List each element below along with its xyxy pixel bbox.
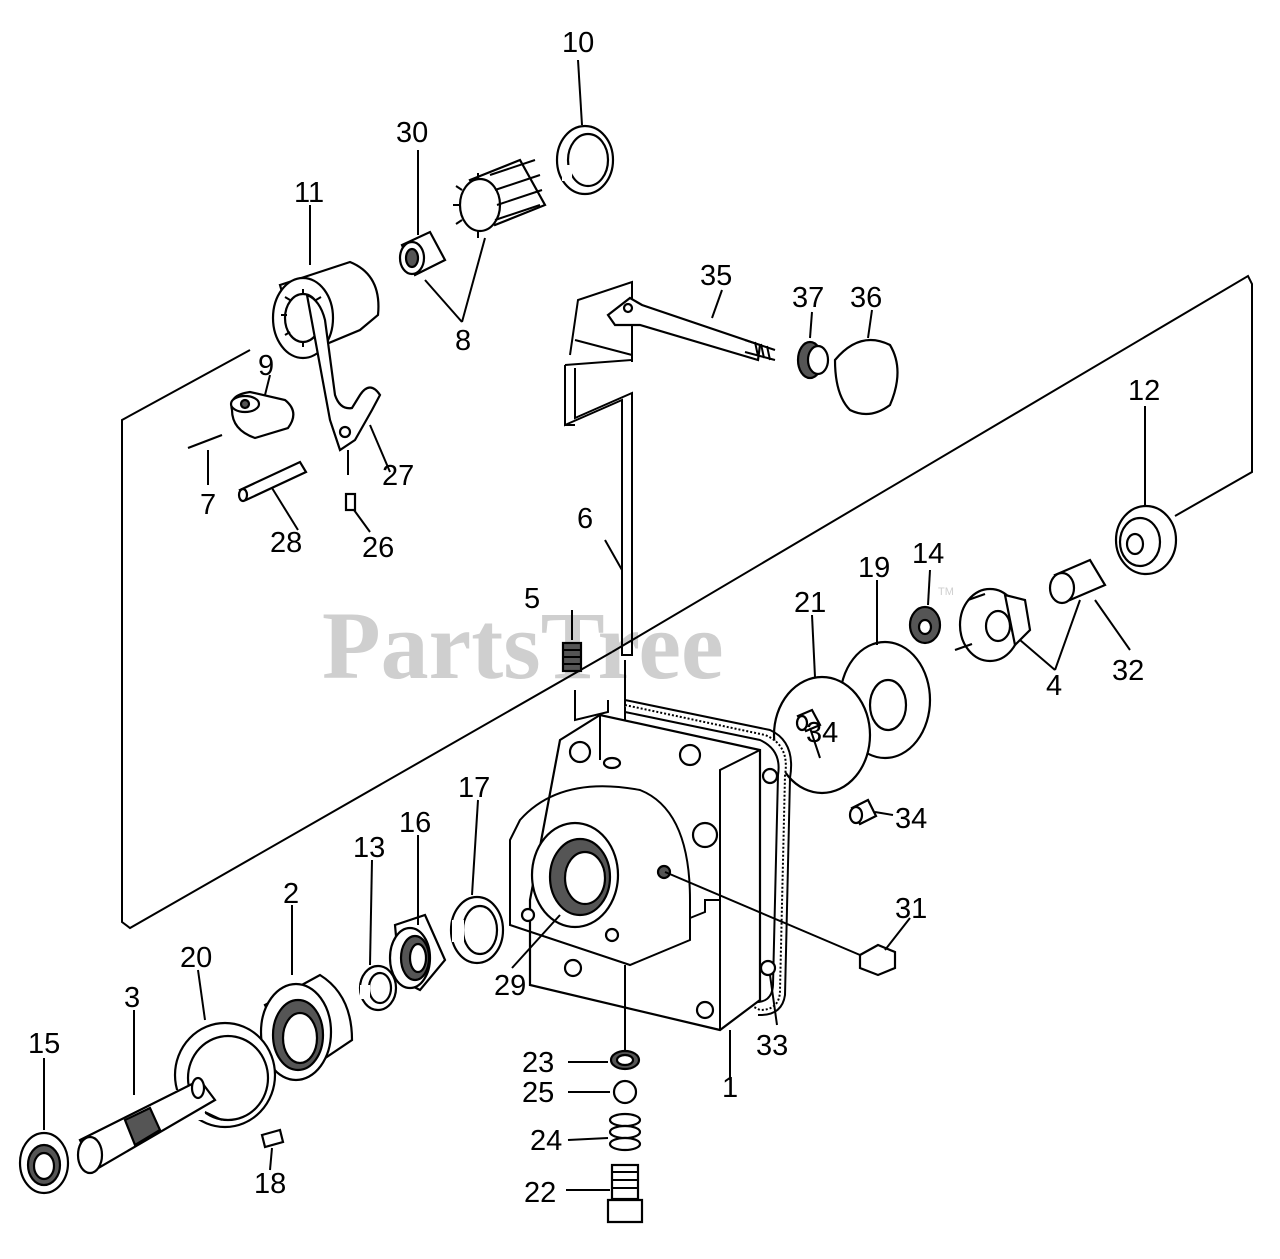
jam-nut <box>796 340 830 380</box>
shift-fork-27 <box>305 293 382 452</box>
callout-13: 13 <box>353 832 385 864</box>
assembly-outline <box>121 274 1253 930</box>
callout-6: 6 <box>577 503 593 535</box>
callout-16: 16 <box>399 807 431 839</box>
flange-2 <box>259 973 354 1082</box>
pin-34b <box>848 798 878 826</box>
callout-20: 20 <box>180 942 212 974</box>
callout-29: 29 <box>494 970 526 1002</box>
gear-carrier-4 <box>954 587 1032 663</box>
callout-23: 23 <box>522 1047 554 1079</box>
callout-28: 28 <box>270 527 302 559</box>
callout-19: 19 <box>858 552 890 584</box>
callout-35: 35 <box>700 260 732 292</box>
callout-33: 33 <box>756 1030 788 1062</box>
callout-22: 22 <box>524 1177 556 1209</box>
shift-lever <box>606 296 776 362</box>
callout-labels: 1 2 3 4 5 6 7 8 9 10 11 12 13 14 15 16 1… <box>28 27 1160 1209</box>
callout-32: 32 <box>1112 655 1144 687</box>
watermark-trademark: TM <box>938 586 954 598</box>
snap-ring-17 <box>449 895 505 965</box>
shift-rod <box>564 280 633 780</box>
callout-34b: 34 <box>895 803 927 835</box>
callout-21: 21 <box>794 587 826 619</box>
gear-8 <box>453 158 547 238</box>
callout-7: 7 <box>200 489 216 521</box>
pin-34a <box>795 708 822 733</box>
callout-26: 26 <box>362 532 394 564</box>
callout-11: 11 <box>294 177 324 209</box>
callout-4: 4 <box>1046 670 1062 702</box>
callout-8: 8 <box>455 325 471 357</box>
seal-23 <box>609 1049 641 1071</box>
pinion-14 <box>908 605 942 645</box>
shift-knob <box>833 338 899 416</box>
callout-17: 17 <box>458 772 490 804</box>
callout-3: 3 <box>124 982 140 1014</box>
pin-7 <box>187 433 223 450</box>
housing-1 <box>509 713 762 1032</box>
shift-collar-9 <box>229 390 295 440</box>
snap-ring-10 <box>555 124 615 196</box>
bushing-32 <box>1048 558 1107 605</box>
callout-18: 18 <box>254 1168 286 1200</box>
callout-5: 5 <box>524 583 540 615</box>
callout-36: 36 <box>850 282 882 314</box>
callout-15: 15 <box>28 1028 60 1060</box>
callout-2: 2 <box>283 878 299 910</box>
leader-lines <box>43 59 1146 1191</box>
callout-1: 1 <box>722 1072 738 1104</box>
seal-15 <box>18 1131 70 1195</box>
callout-14: 14 <box>912 538 944 570</box>
plug-22 <box>606 1163 644 1224</box>
bushing-30 <box>398 230 447 277</box>
snap-ring-13 <box>358 964 398 1012</box>
plate-21 <box>772 675 872 795</box>
detent-spring-5 <box>561 641 583 673</box>
callout-9: 9 <box>258 350 274 382</box>
spring-24 <box>608 1112 642 1152</box>
set-screw-26 <box>344 492 357 512</box>
callout-37: 37 <box>792 282 824 314</box>
pin-18 <box>260 1128 285 1149</box>
bearing-16 <box>388 913 447 992</box>
shaft-28 <box>237 460 308 503</box>
callout-12: 12 <box>1128 375 1160 407</box>
callout-31: 31 <box>895 893 927 925</box>
callout-24: 24 <box>530 1125 562 1157</box>
plug-31 <box>858 943 897 977</box>
callout-27: 27 <box>382 460 414 492</box>
gear-12 <box>1114 504 1178 576</box>
ball-25 <box>612 1079 638 1105</box>
callout-34a: 34 <box>806 717 838 749</box>
shaft-3 <box>76 1076 217 1175</box>
callout-25: 25 <box>522 1077 554 1109</box>
callout-30: 30 <box>396 117 428 149</box>
watermark: PartsTree <box>322 592 724 699</box>
callout-10: 10 <box>562 27 594 59</box>
